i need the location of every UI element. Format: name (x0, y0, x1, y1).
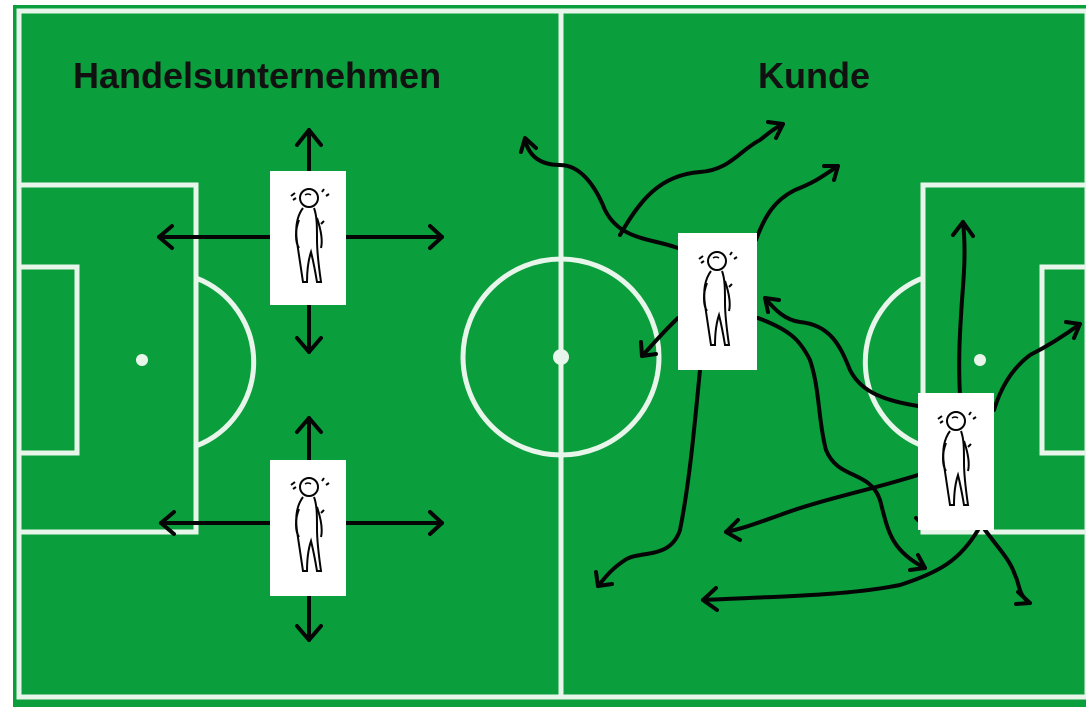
pitch-outer-border (16, 8, 1086, 700)
left-penalty-spot (136, 354, 148, 366)
left-penalty-box (19, 182, 199, 535)
customer-figure-right (918, 393, 994, 530)
right-penalty-arc (862, 275, 924, 449)
customer-figure-center (678, 233, 757, 370)
customer-label: Kunde (758, 55, 870, 96)
right-penalty-box (920, 182, 1086, 535)
pitch-surface (13, 5, 1086, 707)
center-spot (553, 349, 569, 365)
company-figure-top (270, 171, 346, 305)
company-label: Handelsunternehmen (73, 55, 442, 96)
company-arrows (157, 128, 444, 642)
customer-arrows (519, 120, 1082, 612)
right-penalty-spot (974, 354, 986, 366)
left-penalty-arc (195, 275, 257, 449)
center-circle (460, 256, 662, 458)
right-goal-box (1039, 264, 1086, 456)
company-figure-bottom (270, 460, 346, 596)
left-goal-box (19, 264, 80, 456)
